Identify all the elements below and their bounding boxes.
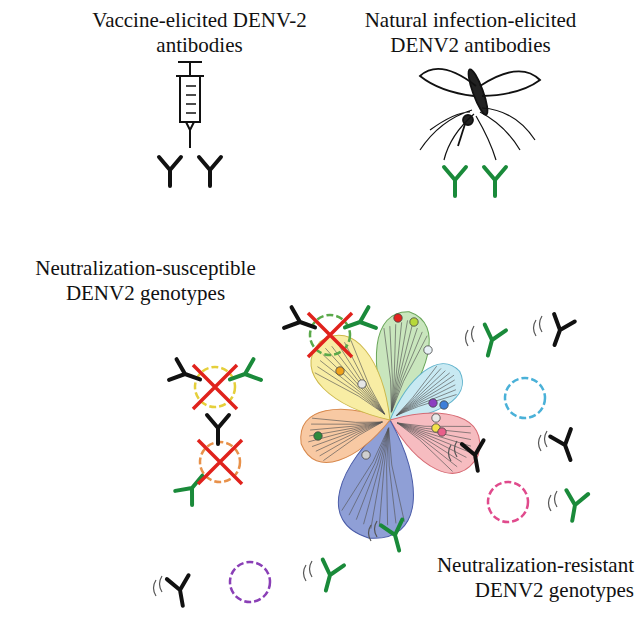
vaccine-antibody: [159, 157, 181, 186]
antibody: [175, 469, 210, 505]
strain-dot: [336, 367, 344, 375]
resistant-virus: [230, 562, 270, 602]
strain-dot: [314, 432, 322, 440]
antibody: [315, 560, 344, 594]
caption-label: Natural infection-elicited DENV2 antibod…: [343, 8, 598, 58]
strain-dot: [429, 399, 437, 407]
strain-dot: [432, 414, 440, 422]
motion-lines: [154, 576, 163, 596]
motion-lines: [449, 441, 458, 461]
antibody: [226, 359, 261, 390]
mosquito-icon: [420, 68, 540, 160]
neutralized-cross: [308, 313, 352, 357]
motion-lines: [466, 326, 475, 346]
antibody: [341, 307, 376, 338]
strain-dot: [394, 314, 402, 322]
antibody: [561, 490, 588, 522]
motion-lines: [539, 431, 548, 451]
neutralized-cross: [193, 365, 237, 409]
motion-lines: [369, 521, 378, 541]
strain-dot: [438, 428, 446, 436]
antibody: [167, 575, 194, 607]
infection-antibody: [444, 167, 466, 196]
neutralized-cross: [198, 440, 242, 484]
resistant-virus: [505, 378, 545, 418]
syringe-icon: [176, 62, 204, 148]
resistant-virus: [488, 482, 528, 522]
antibody: [381, 520, 410, 554]
strain-dot: [362, 451, 370, 459]
infection-antibody: [484, 167, 506, 196]
antibody: [462, 440, 489, 472]
antibody: [544, 314, 575, 349]
vaccine-antibody: [199, 157, 221, 186]
strain-dot: [410, 318, 418, 326]
caption-label: Neutralization-resistant DENV2 genotypes: [400, 553, 634, 603]
antibody: [550, 429, 581, 464]
motion-lines: [534, 316, 543, 336]
strain-dot: [424, 346, 432, 354]
antibody: [169, 359, 204, 390]
antibody: [207, 415, 229, 444]
antibody: [477, 325, 506, 359]
strain-dot: [358, 380, 366, 388]
motion-lines: [549, 491, 558, 511]
caption-label: Neutralization-susceptible DENV2 genotyp…: [18, 256, 273, 306]
motion-lines: [304, 561, 313, 581]
caption-label: Vaccine-elicited DENV-2 antibodies: [92, 8, 307, 58]
phylogenetic-tree: [294, 307, 488, 544]
antibody: [284, 307, 319, 338]
strain-dot: [440, 401, 448, 409]
